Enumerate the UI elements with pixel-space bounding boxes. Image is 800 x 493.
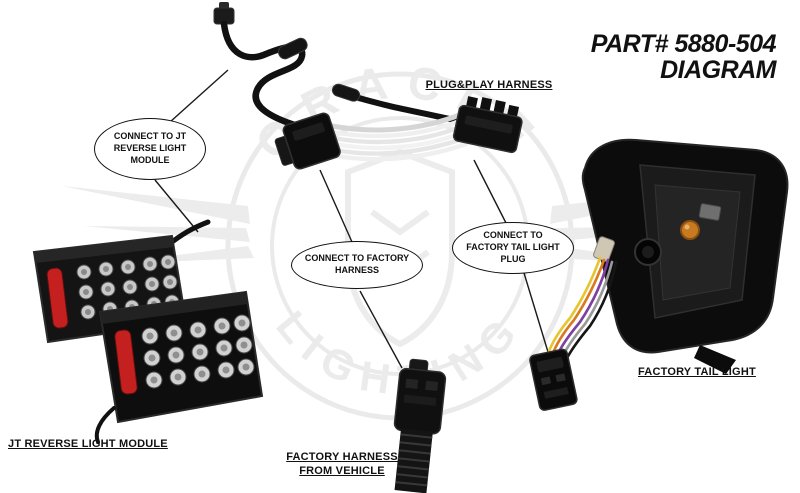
tail-light-wires bbox=[546, 256, 618, 362]
plug-play-harness-art bbox=[213, 2, 523, 170]
barrel-connector-2 bbox=[331, 83, 361, 102]
factory-tail-light-label: FACTORY TAIL LIGHT bbox=[638, 366, 756, 378]
harness-left-connector bbox=[274, 112, 341, 170]
factory-harness-label-line2: FROM VEHICLE bbox=[299, 464, 385, 477]
factory-harness-label: FACTORY HARNESS FROM VEHICLE bbox=[284, 451, 400, 479]
harness-white-wires bbox=[329, 111, 469, 162]
callout-connect-jt-reverse-module: CONNECT TO JT REVERSE LIGHT MODULE bbox=[94, 118, 206, 180]
callout-connect-factory-harness: CONNECT TO FACTORY HARNESS bbox=[291, 241, 423, 289]
reverse-module-rear bbox=[32, 234, 188, 344]
callout-connect-factory-tail-light-plug: CONNECT TO FACTORY TAIL LIGHT PLUG bbox=[452, 222, 574, 274]
tail-light-plug bbox=[529, 348, 578, 411]
factory-harness-art bbox=[393, 358, 447, 493]
part-number-title: PART# 5880-504 DIAGRAM bbox=[590, 30, 777, 84]
part-number: PART# 5880-504 bbox=[590, 30, 777, 58]
reverse-light-module-art bbox=[32, 219, 264, 444]
reverse-module-front bbox=[94, 290, 264, 444]
barrel-connector-1 bbox=[277, 37, 308, 60]
callout-text: CONNECT TO JT REVERSE LIGHT MODULE bbox=[113, 131, 187, 165]
diagram-label: DIAGRAM bbox=[660, 55, 776, 84]
callout-text: CONNECT TO FACTORY TAIL LIGHT PLUG bbox=[466, 230, 560, 264]
callout-lines bbox=[154, 69, 549, 369]
factory-tail-light-art bbox=[529, 138, 789, 411]
jt-reverse-light-module-label: JT REVERSE LIGHT MODULE bbox=[8, 438, 168, 450]
plug-play-harness-label: PLUG&PLAY HARNESS bbox=[425, 79, 553, 91]
factory-harness-label-line1: FACTORY HARNESS bbox=[286, 451, 398, 463]
harness-right-connector bbox=[452, 96, 523, 154]
callout-text: CONNECT TO FACTORY HARNESS bbox=[304, 253, 410, 275]
